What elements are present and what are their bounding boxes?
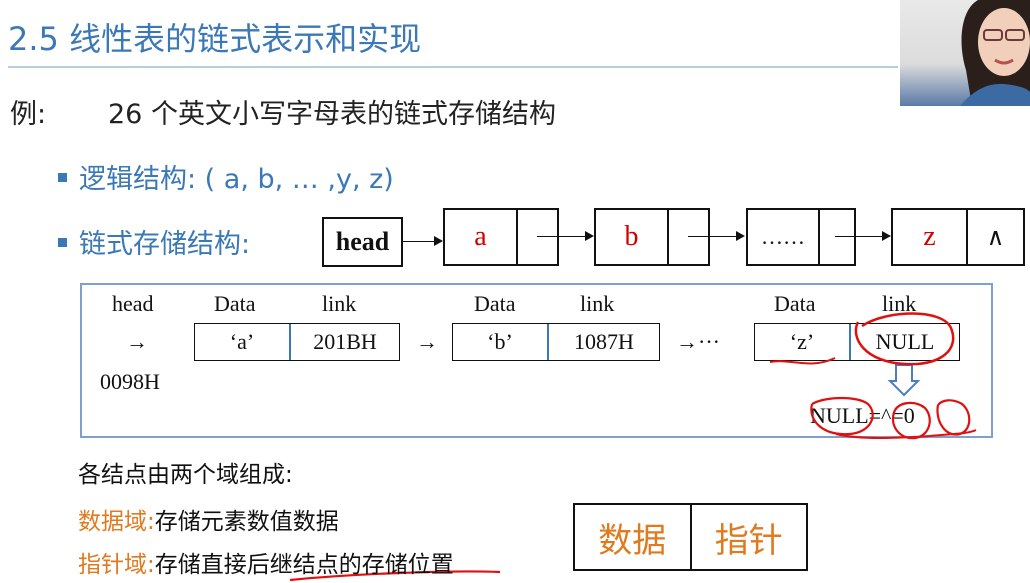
data-field-note: 数据域:存储元素数值数据 bbox=[78, 502, 339, 536]
null-equation: NULL=^=0 bbox=[810, 403, 915, 428]
memory-head-address: 0098H bbox=[100, 369, 160, 394]
node-link-cell bbox=[518, 210, 557, 264]
node-link-cell bbox=[669, 210, 708, 264]
bullet-logical-text: 逻辑结构: ( a, b, … ,y, z) bbox=[79, 164, 394, 195]
memory-link-cell: 1087H bbox=[574, 329, 634, 354]
memory-data-cell: ‘z’ bbox=[755, 324, 851, 360]
column-header-data: Data bbox=[474, 291, 516, 316]
node-field-diagram: 数据 指针 bbox=[573, 503, 808, 571]
example-line: 例: 26 个英文小写字母表的链式存储结构 bbox=[10, 92, 556, 131]
memory-data-cell: ‘a’ bbox=[195, 324, 291, 360]
bullet-storage: 链式存储结构: bbox=[58, 222, 250, 261]
pointer-field-desc: 存储直接后继结点的存储位置 bbox=[154, 552, 454, 578]
memory-data-cell: ‘b’ bbox=[453, 324, 549, 360]
bullet-storage-text: 链式存储结构: bbox=[79, 229, 251, 260]
memory-layout-panel: head → 0098H Data link ‘a’ 201BH → Data … bbox=[80, 283, 993, 438]
presenter-avatar bbox=[960, 0, 1030, 106]
node-link-null-cell: ∧ bbox=[986, 224, 1005, 251]
example-text: 26 个英文小写字母表的链式存储结构 bbox=[108, 99, 556, 130]
column-header-link: link bbox=[882, 291, 917, 316]
presenter-webcam bbox=[900, 0, 1030, 106]
notes-intro: 各结点由两个域组成: bbox=[78, 462, 293, 488]
column-header-link: link bbox=[580, 291, 615, 316]
data-field-desc: 存储元素数值数据 bbox=[154, 509, 339, 535]
column-header-data: Data bbox=[214, 291, 256, 316]
head-pointer-box: head bbox=[322, 217, 403, 267]
bullet-logical: 逻辑结构: ( a, b, … ,y, z) bbox=[58, 157, 394, 196]
memory-arrow-ellipsis: →··· bbox=[676, 329, 720, 354]
memory-node-z: ‘z’ NULL bbox=[754, 323, 960, 361]
node-data-cell: …… bbox=[748, 210, 820, 264]
memory-node-b: ‘b’ 1087H bbox=[452, 323, 660, 361]
memory-arrow: → bbox=[416, 329, 438, 354]
field-data-cell: 数据 bbox=[575, 505, 692, 569]
memory-head-arrow: → bbox=[126, 329, 148, 354]
pointer-field-label: 指针域: bbox=[78, 552, 155, 578]
title-divider bbox=[8, 66, 898, 68]
node-data-cell: b bbox=[596, 210, 669, 264]
arrow-icon bbox=[537, 231, 594, 241]
bullet-icon bbox=[58, 238, 67, 247]
field-pointer-cell: 指针 bbox=[714, 520, 783, 561]
column-header-link: link bbox=[322, 291, 357, 316]
node-a: a bbox=[443, 208, 559, 266]
data-field-label: 数据域: bbox=[78, 509, 155, 535]
arrow-icon bbox=[835, 231, 891, 241]
column-header-data: Data bbox=[774, 291, 816, 316]
node-data-cell: z bbox=[893, 210, 968, 264]
node-link-cell bbox=[820, 210, 854, 264]
memory-link-cell: NULL bbox=[875, 329, 935, 354]
arrow-icon bbox=[403, 236, 443, 246]
bullet-icon bbox=[58, 173, 67, 182]
node-ellipsis: …… bbox=[746, 208, 856, 266]
memory-link-cell: 201BH bbox=[313, 329, 377, 354]
node-z: z ∧ bbox=[891, 208, 1025, 266]
arrow-icon bbox=[688, 231, 745, 241]
node-data-cell: a bbox=[445, 210, 518, 264]
slide-title: 2.5 线性表的链式表示和实现 bbox=[8, 20, 422, 58]
example-label: 例: bbox=[10, 99, 47, 130]
pointer-field-note: 指针域:存储直接后继结点的存储位置 bbox=[78, 545, 454, 579]
memory-head-label: head bbox=[112, 291, 154, 316]
node-b: b bbox=[594, 208, 710, 266]
memory-node-a: ‘a’ 201BH bbox=[194, 323, 400, 361]
